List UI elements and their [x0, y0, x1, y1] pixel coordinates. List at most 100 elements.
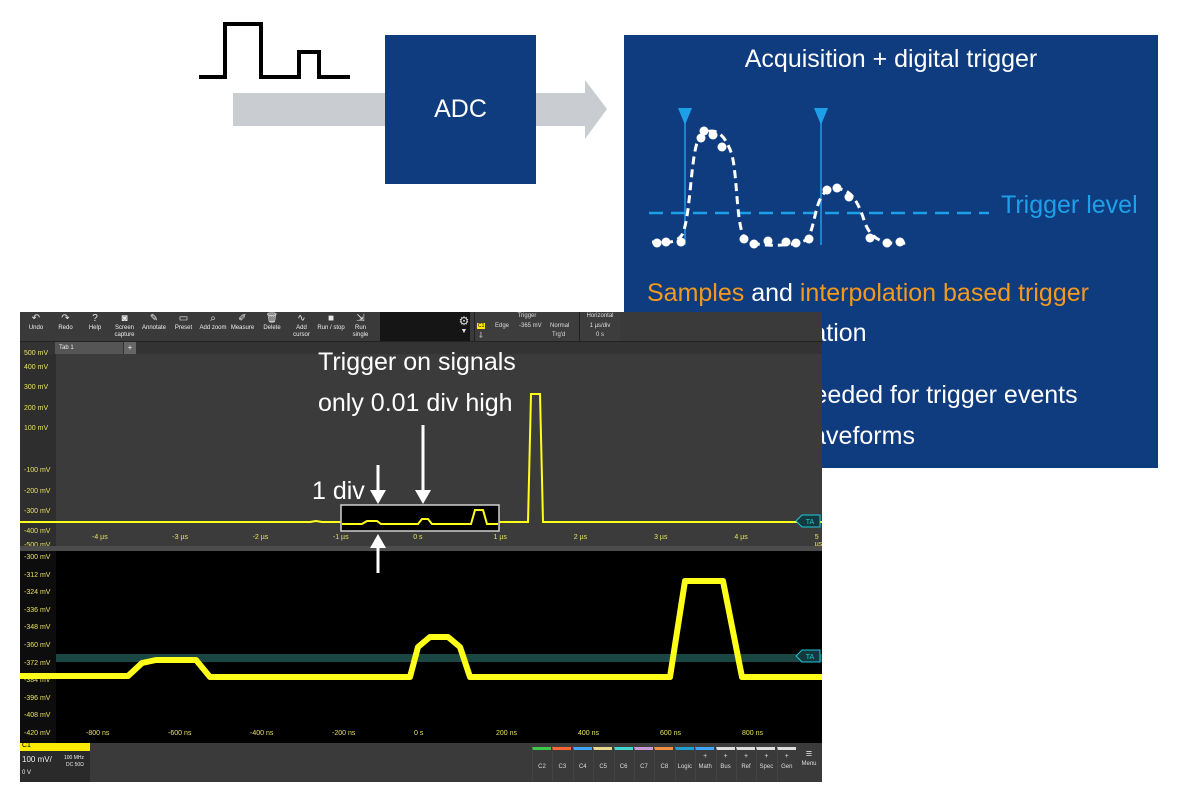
preset-button[interactable]: ▭Preset	[170, 312, 198, 340]
trigger-type: Edge	[495, 323, 510, 329]
channel-button-label: C4	[578, 764, 587, 770]
delete-button[interactable]: 🗑Delete	[258, 312, 286, 340]
adc-block: ADC	[385, 35, 536, 184]
channel-button-label: C2	[538, 764, 546, 770]
channel-button-c2[interactable]: C2	[532, 747, 551, 781]
channel-button-c3[interactable]: C3	[552, 747, 572, 781]
toolbar-button-label: Annotate	[141, 325, 167, 331]
undo-icon: ↶	[31, 313, 41, 324]
upper-x-tick-label: 3 µs	[654, 534, 668, 541]
upper-y-tick-label: 200 mV	[24, 405, 49, 412]
trigger-mode: Normal	[550, 323, 570, 329]
lower-trigger-marker: TA	[795, 649, 821, 663]
upper-y-tick-label: 300 mV	[24, 384, 49, 391]
run-single-button[interactable]: ⇲Run single	[347, 312, 375, 340]
channel-button-label: C3	[558, 764, 567, 770]
toolbar-button-label: Measure	[230, 325, 255, 331]
channel-button-label: C5	[599, 764, 608, 770]
toolbar-button-label: Help	[88, 325, 102, 331]
trigger-illustration	[649, 108, 989, 249]
channel-c1-bandwidth: 100 MHz	[64, 755, 85, 761]
cursor-icon: ∿	[297, 313, 306, 324]
lower-y-tick-label: -300 mV	[24, 554, 51, 561]
lower-waveform-plot: TA	[20, 578, 822, 680]
settings-gear-icon[interactable]: ⚙▼	[458, 314, 470, 335]
channel-button-spec[interactable]: Spec +	[756, 747, 776, 781]
lower-y-tick-label: -372 mV	[24, 659, 51, 667]
upper-x-tick-label: 5 µs	[814, 534, 822, 548]
lower-waveform-trace	[20, 578, 822, 680]
upper-x-tick-label: 2 µs	[573, 534, 588, 541]
trigger-level: -365 mV	[519, 323, 542, 329]
upper-y-tick-label: -100 mV	[24, 467, 51, 474]
channel-button-bus[interactable]: Bus+	[715, 747, 735, 781]
channel-button-math[interactable]: Math+	[695, 747, 715, 781]
undo-button[interactable]: ↶Undo	[22, 312, 50, 340]
upper-x-tick-label: -1 µs	[332, 534, 349, 541]
channel-c1-header	[20, 743, 90, 751]
lower-x-tick-label: 800 ns	[742, 730, 764, 737]
zoom-icon: ⌕	[210, 313, 216, 324]
upper-x-tick-label: 4 µs	[734, 534, 748, 541]
add-tab-button[interactable]: +	[124, 342, 136, 354]
interpolation-phrase: interpolation based trigger	[799, 279, 1089, 307]
scope-toolbar: ↶Undo↷Redo?Help◙Screen capture✎Annotate▭…	[20, 312, 822, 342]
menu-button[interactable]: ≡ Menu	[796, 747, 822, 781]
horizontal-panel[interactable]: Horizontal 1 µs/div 0 s	[579, 312, 620, 341]
channel-button-c4[interactable]: C4	[572, 747, 592, 781]
channel-button-c8[interactable]: C8	[654, 747, 674, 781]
add-zoom-button[interactable]: ⌕Add zoom	[199, 312, 227, 340]
lower-y-tick-label: -396 mV	[24, 694, 51, 702]
camera-icon: ◙	[121, 313, 128, 324]
menu-icon: ≡	[805, 748, 813, 760]
upper-diagram-axis-strip	[20, 354, 56, 546]
channel-button-c6[interactable]: C6	[613, 747, 633, 781]
help-button[interactable]: ?Help	[81, 312, 109, 340]
channel-button-label: C6	[619, 764, 628, 770]
lower-y-tick-label: -336 mV	[24, 606, 51, 614]
channel-c1-panel[interactable]: C1 100 mV/ 100 MHz DC 50Ω 0 V	[20, 742, 90, 782]
toolbar-button-label: Run / stop	[317, 325, 345, 331]
plus-icon: +	[723, 753, 728, 760]
plus-icon: +	[703, 753, 708, 760]
lower-x-tick-label: 0 s	[414, 730, 424, 737]
annotate-button[interactable]: ✎Annotate	[140, 312, 168, 340]
trigger-marker-icon	[678, 108, 692, 125]
plus-icon: +	[784, 753, 789, 760]
trigger-panel[interactable]: Trigger C1 Edge -365 mV Normal Trg'd ⸸	[474, 312, 579, 341]
channel-button-logic[interactable]: Logic	[674, 747, 694, 781]
add-cursor-button[interactable]: ∿Add cursor	[288, 312, 316, 340]
trigger-marker-icon	[814, 108, 828, 125]
trash-icon: 🗑	[265, 313, 279, 324]
callout-arrows	[370, 425, 431, 573]
menu-label: Menu	[801, 761, 817, 767]
channel-button-gen[interactable]: Gen+	[776, 747, 796, 781]
toolbar-dark-area	[380, 312, 470, 341]
upper-trigger-marker: TA	[795, 514, 821, 528]
toolbar-button-label: Screen capture	[114, 325, 135, 338]
upper-x-tick-label: -2 µs	[252, 534, 269, 541]
panel-title: Acquisition + digital trigger	[744, 45, 1038, 73]
screen-capture-button[interactable]: ◙Screen capture	[111, 312, 139, 340]
tab-1[interactable]: Tab 1	[55, 342, 123, 354]
channel-button-ref[interactable]: Ref+	[736, 747, 755, 781]
channel-button-label: Spec	[759, 764, 774, 770]
upper-y-tick-label: 500 mV	[24, 350, 49, 357]
lower-trigger-band	[56, 654, 822, 662]
preset-icon: ▭	[178, 313, 189, 324]
one-div-top-arrow	[370, 465, 386, 504]
samples-word: Samples	[647, 279, 745, 307]
lower-x-tick-label: 200 ns	[496, 730, 518, 737]
run-stop-button[interactable]: ■Run / stop	[317, 312, 345, 340]
lower-diagram-axis-strip	[20, 551, 56, 743]
horizontal-position: 0 s	[595, 332, 604, 338]
horizontal-title: Horizontal	[586, 313, 614, 319]
inset-zoom-box	[340, 504, 500, 532]
channel-button-c5[interactable]: C5	[593, 747, 613, 781]
lower-y-tick-label: -384 mV	[24, 677, 51, 685]
channel-button-c7[interactable]: C7	[634, 747, 653, 781]
one-div-bottom-arrow	[370, 534, 386, 573]
plus-icon: +	[764, 753, 769, 760]
redo-button[interactable]: ↷Redo	[52, 312, 80, 340]
measure-button[interactable]: ✐Measure	[229, 312, 257, 340]
